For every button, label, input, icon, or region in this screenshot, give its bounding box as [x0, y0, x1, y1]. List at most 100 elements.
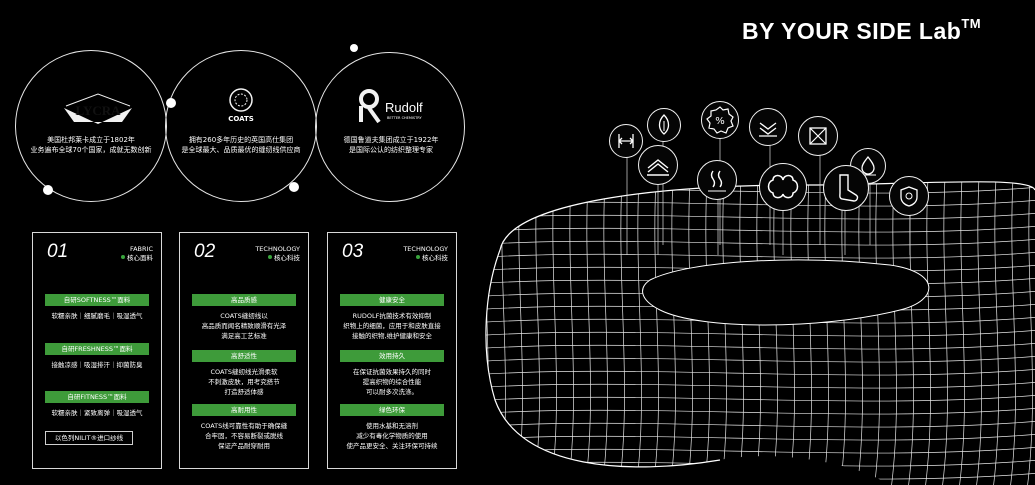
coats-desc-line1: 拥有260多年历史的英国高仕集团	[188, 136, 294, 144]
lycra-logo-text: LYCRA	[75, 103, 121, 118]
yarn-note: 以色列NILIT®进口纱线	[45, 431, 133, 445]
feature-desc-line: 可以耐多次洗涤。	[366, 388, 418, 396]
feature-desc-line: 使产品更安全、关注环保可持续	[346, 442, 438, 450]
feature-tag: 绿色环保	[340, 404, 444, 416]
mesh-line	[652, 181, 659, 485]
feature-desc: COATS线可靠性有助于确保缝 合牢固，不容易断裂或脱线 保证产品耐穿耐用	[180, 421, 308, 451]
feature-tag: 高耐用性	[192, 404, 296, 416]
shield-icon	[889, 176, 929, 216]
card-category-sub: 核心面料	[121, 254, 153, 263]
orbit-dot	[350, 44, 358, 52]
feature-desc-line: RUDOLF抗菌技术有效抑制	[352, 312, 432, 320]
feature-desc-line: COATS缝纫线以	[220, 312, 268, 320]
mesh-line	[485, 238, 1035, 246]
mesh-line	[601, 181, 608, 485]
mesh-line	[975, 181, 982, 485]
mesh-line	[754, 181, 761, 485]
mesh-line	[485, 407, 1035, 415]
feature-desc: 使用水基和无溶剂 减少有毒化学物质的使用 使产品更安全、关注环保可持续	[328, 421, 456, 451]
mesh-line	[584, 181, 591, 485]
mesh-line	[485, 446, 1035, 454]
mesh-line	[992, 181, 999, 485]
lycra-desc-line2: 业务遍布全球70个国家，成就无数创新	[30, 146, 152, 154]
fabric-layers-icon	[638, 145, 678, 185]
orbit-dot	[289, 182, 299, 192]
wave-icon	[697, 160, 737, 200]
mesh-line	[1026, 181, 1033, 485]
feature-tag: 自研FRESHNESS™面料	[45, 343, 149, 355]
coats-desc-line2: 是全球最大、品质最优的缝纫线供应商	[181, 146, 301, 154]
mesh-line	[470, 160, 472, 485]
lycra-desc: 美国杜邦莱卡成立于1802年 业务遍布全球70个国家，成就无数创新	[30, 135, 152, 155]
mesh-line	[485, 329, 1035, 337]
card-technology-rudolf: 03 TECHNOLOGY 核心科技 健康安全 RUDOLF抗菌技术有效抑制 织…	[327, 232, 457, 469]
mesh-line	[485, 225, 1035, 233]
mesh-line	[485, 433, 1035, 441]
card-technology-coats: 02 TECHNOLOGY 核心科技 高品质感 COATS缝纫线以 高品质而闻名…	[179, 232, 309, 469]
lycra-logo: LYCRA	[62, 92, 134, 128]
rudolf-logo-text: Rudolf	[385, 100, 423, 115]
mesh-line	[924, 181, 931, 485]
mesh-line	[669, 181, 676, 485]
feature-desc: 在保证抗菌效果持久的同时 提高织物的综合性能 可以耐多次洗涤。	[328, 367, 456, 397]
card-number: 01	[47, 241, 69, 262]
percent-icon: %	[701, 101, 739, 139]
flame-leaf-icon	[647, 108, 681, 142]
feature-desc-line: 保证产品耐穿耐用	[218, 442, 270, 450]
feature-desc-line: 合牢固，不容易断裂或脱线	[205, 432, 283, 440]
feature-desc-line: 接触的织物,维护健康和安全	[351, 332, 433, 340]
feature-desc: 软糯亲肤｜细腻磨毛｜吸湿透气	[51, 312, 143, 320]
mesh-line	[485, 342, 1035, 350]
feature-desc-line: COATS线可靠性有助于确保缝	[200, 422, 288, 430]
coats-logo-text: COATS	[228, 115, 254, 123]
mesh-line	[485, 251, 1035, 259]
orbit-dot	[43, 185, 53, 195]
stretch-icon	[609, 124, 643, 158]
mesh-line	[485, 459, 1035, 467]
feature-desc: COATS缝纫线光滑柔软 不刺激皮肤，用考究搭节 打造舒适体感	[180, 367, 308, 397]
knot-icon	[759, 163, 807, 211]
card-category-sub: 核心科技	[403, 254, 448, 263]
mesh-line	[1009, 181, 1016, 485]
mesh-line	[499, 181, 506, 485]
mesh-line	[941, 181, 948, 485]
feature-desc-line: 不刺激皮肤，用考究搭节	[208, 378, 280, 386]
feature-tag: 自研FITNESS™面料	[45, 391, 149, 403]
feature-desc-line: 减少有毒化学物质的使用	[356, 432, 428, 440]
mesh-line	[485, 394, 1035, 402]
mesh-line	[737, 181, 744, 485]
card-category-label: TECHNOLOGY	[255, 245, 300, 253]
feature-desc-line: 打造舒适体感	[224, 388, 264, 396]
lycra-desc-line1: 美国杜邦莱卡成立于1802年	[47, 136, 135, 144]
mesh-line	[485, 355, 1035, 363]
svg-text:%: %	[715, 116, 725, 127]
mesh-line	[485, 381, 1035, 389]
mesh-line	[485, 368, 1035, 376]
orbit-dot	[166, 98, 176, 108]
feature-desc: COATS缝纫线以 高品质而闻名精致顺滑有光泽 满足高工艺标准	[180, 311, 308, 341]
card-category: TECHNOLOGY 核心科技	[403, 245, 448, 263]
mesh-line	[635, 181, 642, 485]
mesh-line	[686, 181, 693, 485]
mesh-line	[822, 181, 829, 485]
rudolf-logo-sub: BETTER CHEMISTRY	[387, 116, 422, 120]
coats-logo: COATS	[221, 86, 261, 128]
rudolf-logo: Rudolf BETTER CHEMISTRY	[357, 88, 437, 128]
feature-desc: 接触凉感｜吸湿排汗｜抑菌防臭	[51, 361, 143, 369]
feature-desc: RUDOLF抗菌技术有效抑制 织物上的细菌，应用于和皮肤直接 接触的织物,维护健…	[328, 311, 456, 341]
mesh-line	[533, 181, 540, 485]
card-category: FABRIC 核心面料	[121, 245, 153, 263]
feature-desc-line: 织物上的细菌，应用于和皮肤直接	[343, 322, 441, 330]
feature-desc-line: 提高织物的综合性能	[362, 378, 422, 386]
sock-icon	[823, 165, 869, 211]
feature-tag: 高品质感	[192, 294, 296, 306]
mesh-line	[485, 212, 1035, 220]
brand-tm: TM	[961, 16, 982, 31]
feature-tag: 效用持久	[340, 350, 444, 362]
feature-desc: 软糯亲肤｜紧致离弹｜吸湿透气	[51, 409, 143, 417]
feature-desc-line: 在保证抗菌效果持久的同时	[353, 368, 431, 376]
card-category: TECHNOLOGY 核心科技	[255, 245, 300, 263]
card-fabric: 01 FABRIC 核心面料 自研SOFTNESS™面料 软糯亲肤｜细腻磨毛｜吸…	[32, 232, 162, 469]
rudolf-desc: 德国鲁道夫集团成立于1922年 是国际公认的纺织整理专家	[330, 135, 452, 155]
mesh-line	[958, 181, 965, 485]
